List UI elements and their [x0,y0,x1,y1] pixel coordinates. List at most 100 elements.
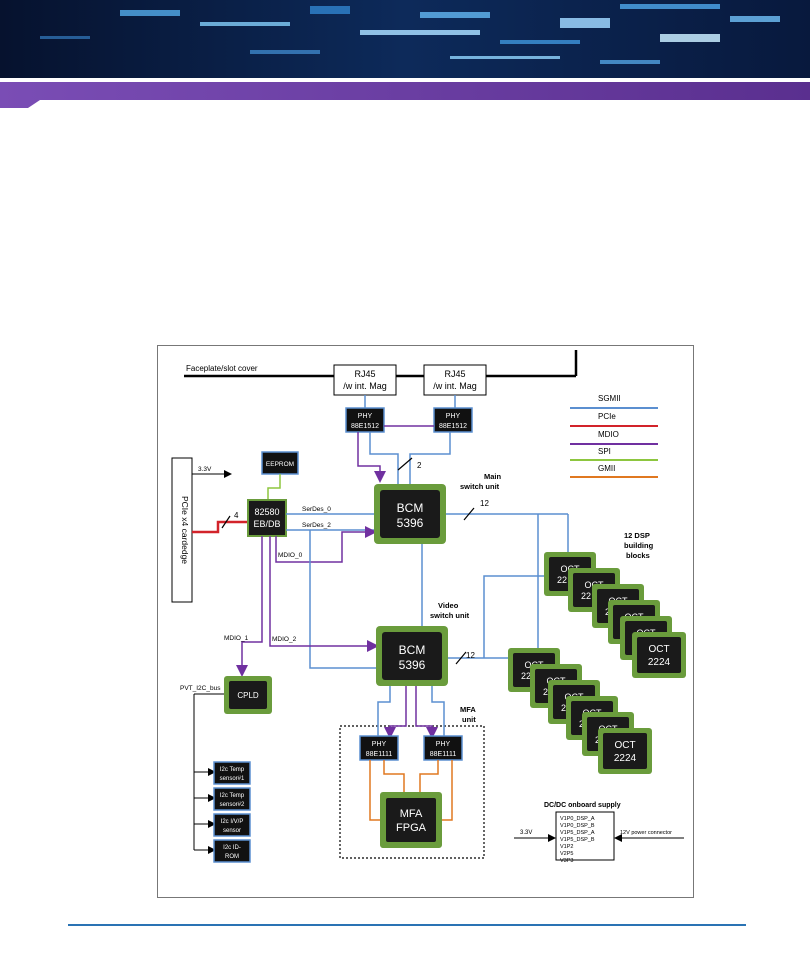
oct-number: 2224 [648,657,671,668]
footer-rule [68,924,746,926]
dcdc-in-label: 3.3V [520,830,532,836]
mdio0-link [275,526,377,563]
sensor-3-line2: sensor [223,828,241,834]
phy-top-2-line1: PHY [446,413,461,420]
bcm-video-line1: BCM [399,643,426,657]
sensor-1-line1: I2c Temp [220,767,245,773]
mdio2-link [269,536,379,652]
bcm-main-line1: BCM [397,501,424,515]
dcdc-title: DC/DC onboard supply [544,802,621,809]
gmii-phy1-fpga [369,760,380,821]
rj45-connector-1: RJ45 /w int. Mag [333,364,397,396]
phy-top-2: PHY 88E1512 [433,407,473,433]
sgmii-phy2-bcm [409,432,451,484]
lane-count-4: 4 [234,511,239,520]
serdes2-to-video [309,530,376,669]
serdes2-label: SerDes_2 [302,522,331,529]
lane-slash-12-video [455,651,467,665]
phy-mfa-1-line2: 88E1111 [366,751,393,758]
phy-mfa-1: PHY 88E1111 [359,735,399,761]
cpld-chip: CPLD [224,676,272,714]
mfa-unit-label-1: MFA [460,705,476,714]
legend-mdio: MDIO [598,430,619,439]
serdes0-label: SerDes_0 [302,506,331,513]
sgmii-video-mfa-phy1 [377,686,391,736]
pcie-cardedge: PCIe x4 cardedge [171,457,193,603]
phy-mfa-1-line1: PHY [372,741,387,748]
v33-label: 3.3V [198,466,212,473]
phy-mfa-2-line2: 88E1111 [430,751,457,758]
bcm-video-line2: 5396 [399,658,426,672]
phy-top-1: PHY 88E1512 [345,407,385,433]
sensor-1: I2c Temp sensor#1 [194,761,251,785]
nic-line2: EB/DB [253,519,280,529]
legend-gmii: GMII [598,464,615,473]
legend: SGMII PCIe MDIO SPI GMII [570,394,658,478]
sgmii-video-dsp-upper [483,575,552,658]
bcm-video-switch: BCM 5396 [376,626,448,686]
pcie-link [192,520,248,534]
phy-top-1-line2: 88E1512 [351,423,379,430]
rj45-1-line2: /w int. Mag [343,381,387,391]
dcdc-supply-box: V1P0_DSP_A V1P0_DSP_B V1P5_DSP_A V1P5_DS… [555,811,615,864]
oct-label: OCT [614,740,635,751]
video-switch-label-2: switch unit [430,611,470,620]
dcdc-12v-label: 12V power connector [620,830,672,836]
rj45-connector-2: RJ45 /w int. Mag [423,364,487,396]
phy-top-2-line2: 88E1512 [439,423,467,430]
oct-stack-lower: OCT 22 OCT 22 OCT 22 OCT 22 OCT 22 [508,648,652,774]
legend-pcie: PCIe [598,412,616,421]
main-switch-label-1: Main [484,472,502,481]
bcm-main-line2: 5396 [397,516,424,530]
cpld-label: CPLD [237,691,259,700]
oct-label: OCT [648,644,669,655]
legend-spi: SPI [598,447,611,456]
dcdc-rail-1: V1P0_DSP_A [560,816,595,822]
phy-mfa-2: PHY 88E1111 [423,735,463,761]
dcdc-rail-2: V1P0_DSP_B [560,823,595,829]
eeprom-chip: EEPROM [261,451,299,475]
dcdc-rail-7: V3P3 [560,858,573,864]
mfa-fpga-chip: MFA FPGA [380,792,442,848]
page-header-banner [0,0,810,108]
phy-mfa-2-line1: PHY [436,741,451,748]
mdio-video-mfa-phy1 [384,686,407,739]
bcm-main-switch: BCM 5396 [374,484,446,544]
oct-chip: OCT 2224 [632,632,686,678]
gmii-phy2-fpga-top [419,760,439,792]
sgmii-phy1-bcm [369,432,399,484]
sensor-4-line2: ROM [225,854,239,860]
sensor-2-line2: sensor#2 [220,802,245,808]
mfa-fpga-line2: FPGA [396,822,427,834]
rj45-2-line1: RJ45 [444,369,465,379]
mdio0-label: MDIO_0 [278,552,303,559]
phy-top-1-line1: PHY [358,413,373,420]
nic-line1: 82580 [254,507,279,517]
rj45-1-line1: RJ45 [354,369,375,379]
sensor-4-line1: I2c ID- [223,845,241,851]
header-light-streaks [40,4,780,64]
oct-num-partial: 22 [557,575,567,585]
lane-slash-12-main [463,507,475,521]
oct-num-partial: 22 [581,591,591,601]
dsp-label-1: 12 DSP [624,531,650,540]
sensor-3-line1: I2c I/V/P [221,819,244,825]
sensor-2: I2c Temp sensor#2 [194,787,251,811]
nic-82580: 82580 EB/DB [247,499,287,537]
faceplate-label: Faceplate/slot cover [186,364,258,373]
lane-slash-2 [397,457,413,471]
lane-slash-4 [221,515,231,529]
mdio2-label: MDIO_2 [272,636,297,643]
oct-chip: OCT 2224 [598,728,652,774]
sensor-3: I2c I/V/P sensor [194,813,251,837]
sensor-4: I2c ID- ROM [194,839,251,863]
video-switch-label-1: Video [438,601,459,610]
sensor-1-line2: sensor#1 [220,776,245,782]
oct-stack-upper: OCT 22 OCT 22 OCT 22 OCT 22 OCT 22 [544,552,686,678]
dcdc-rail-3: V1P5_DSP_A [560,830,595,836]
sensor-2-line1: I2c Temp [220,793,245,799]
oct-num-partial: 22 [521,671,531,681]
sgmii-video-mfa-phy2 [431,686,445,736]
lane-count-12-main: 12 [480,499,489,508]
gmii-phy1-fpga-top [383,760,405,792]
